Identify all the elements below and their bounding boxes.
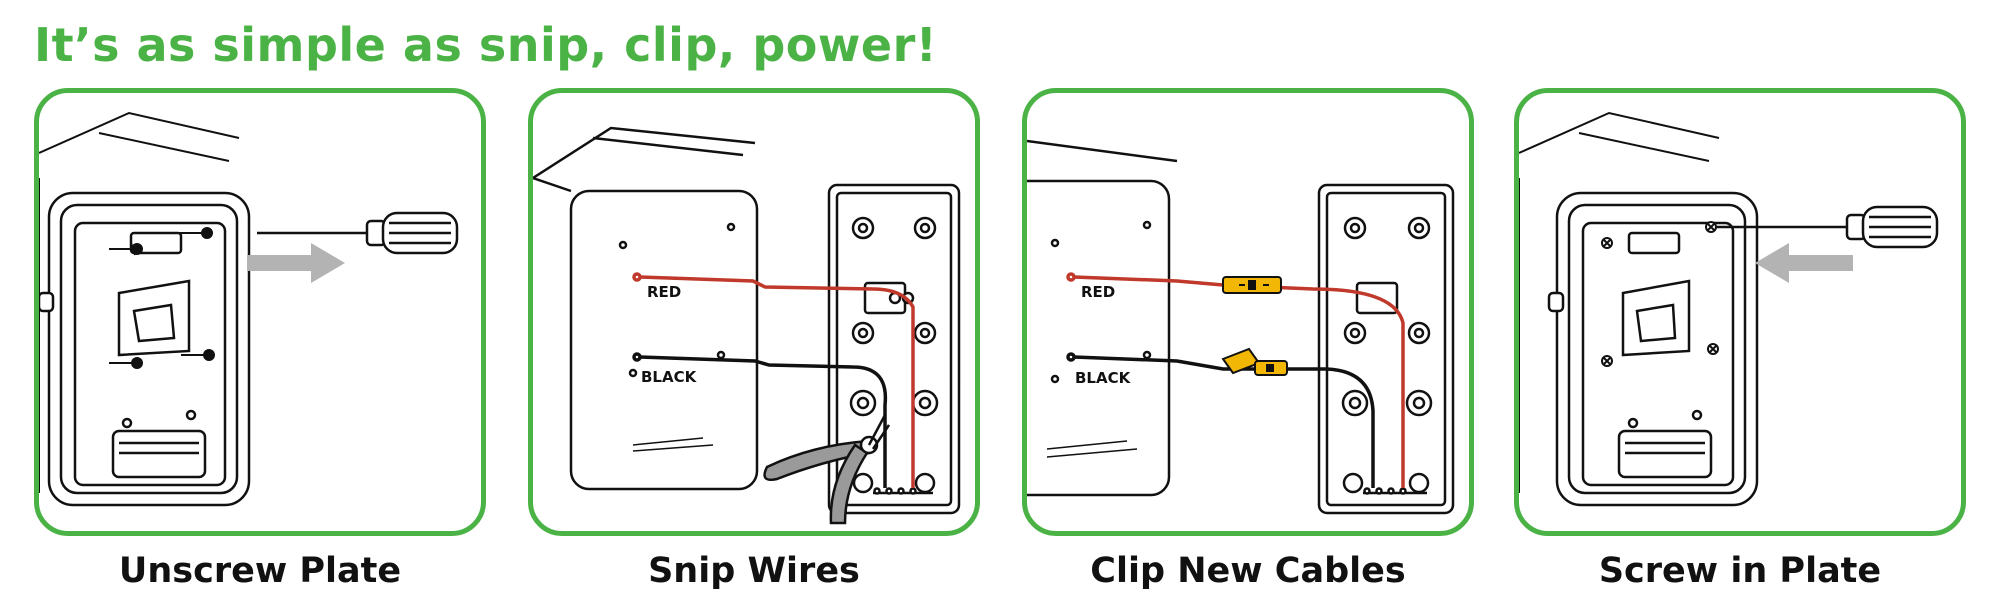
step-caption-screw-in: Screw in Plate <box>1598 551 1882 591</box>
black-wire <box>632 352 888 488</box>
step-caption-snip: Snip Wires <box>648 551 860 591</box>
arrow-right-icon <box>247 243 345 283</box>
battery-plate <box>1547 191 1759 507</box>
connector-icon <box>1221 276 1288 376</box>
step-panel-unscrew <box>34 88 486 536</box>
wire-label-black: BLACK <box>1075 369 1132 387</box>
pliers-icon <box>763 414 891 525</box>
battery-plate <box>39 191 251 507</box>
clip-illustration: RED BLACK <box>1027 139 1455 515</box>
device-body <box>1519 111 1720 493</box>
red-wire <box>1066 272 1405 488</box>
device-body <box>1027 139 1178 497</box>
wire-label-red: RED <box>647 283 681 301</box>
wire-label-black: BLACK <box>641 368 698 386</box>
screwdriver-icon <box>257 211 459 255</box>
headline: It’s as simple as snip, clip, power! <box>34 18 938 72</box>
device-body <box>533 126 759 491</box>
step-panel-screw-in <box>1514 88 1966 536</box>
step-caption-clip: Clip New Cables <box>1090 551 1406 591</box>
junction-box <box>827 183 961 515</box>
arrow-left-icon <box>1755 243 1853 283</box>
unscrew-illustration <box>39 111 459 507</box>
red-wire <box>632 272 915 488</box>
junction-box <box>1317 183 1455 515</box>
screw-icon <box>109 227 215 369</box>
snip-illustration: RED BLACK <box>533 126 961 525</box>
step-panel-clip: RED BLACK <box>1022 88 1474 536</box>
device-body <box>39 111 240 493</box>
screwdriver-icon <box>1715 205 1939 249</box>
screw-in-illustration <box>1519 111 1939 507</box>
step-caption-unscrew: Unscrew Plate <box>118 551 402 591</box>
step-panel-snip: RED BLACK <box>528 88 980 536</box>
wire-label-red: RED <box>1081 283 1115 301</box>
